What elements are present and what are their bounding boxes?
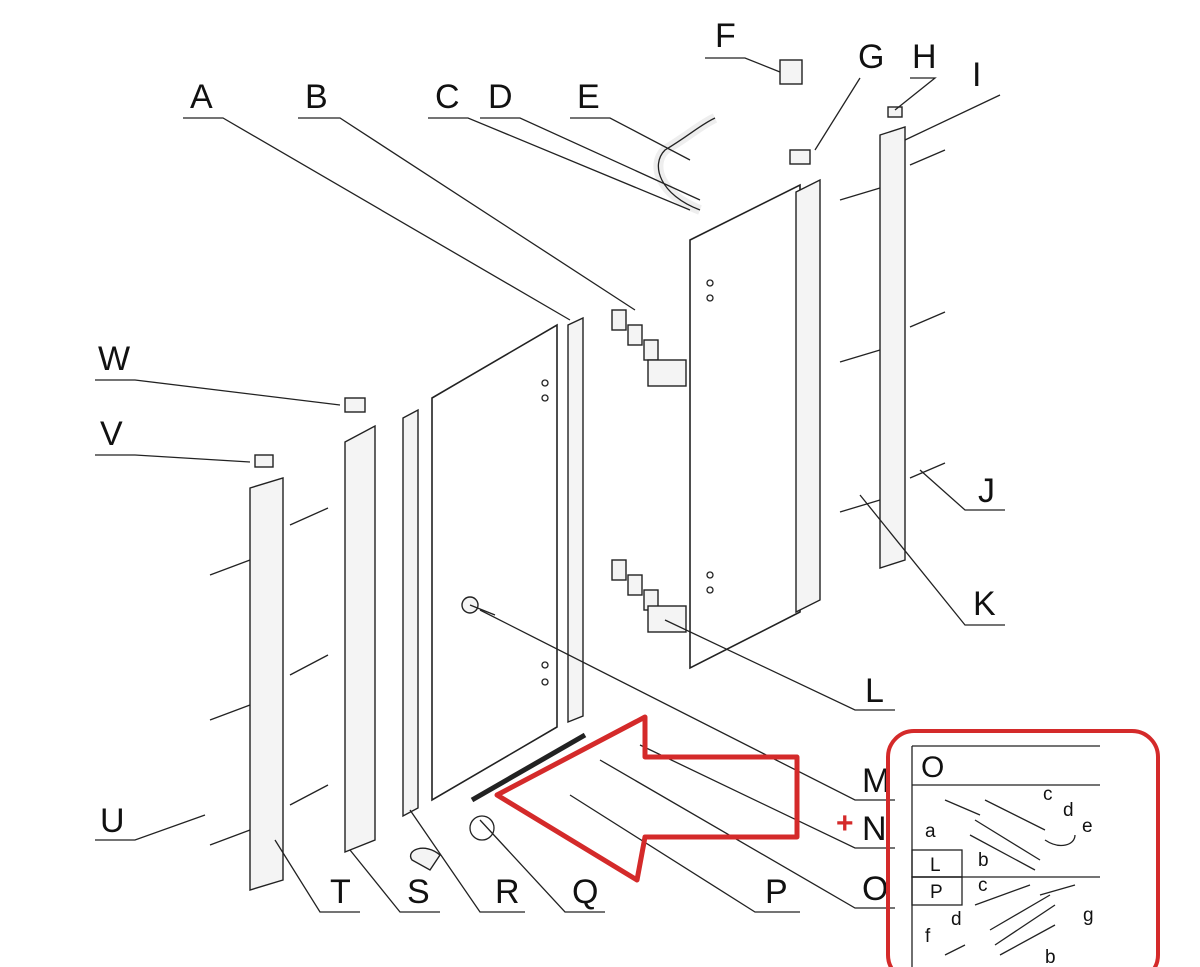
leader-lines (95, 57, 1005, 913)
label-e: E (577, 78, 600, 116)
door-glass-panel (431, 323, 558, 802)
label-q: Q (572, 873, 598, 911)
label-h: H (912, 38, 937, 76)
label-r: R (495, 873, 520, 911)
label-w: W (98, 340, 130, 378)
profile-s (402, 408, 419, 818)
label-b: B (305, 78, 328, 116)
label-i: I (972, 56, 981, 94)
label-m: M (862, 762, 890, 800)
wall-profile-u (249, 477, 284, 891)
label-p: P (765, 873, 788, 911)
label-t: T (330, 873, 351, 911)
label-o: O (862, 870, 888, 908)
inset-box-l: L (930, 855, 941, 876)
inset-label-c2: c (978, 875, 988, 896)
fixed-glass-panel (689, 183, 801, 670)
inset-label-b1: b (978, 850, 989, 871)
label-s: S (407, 873, 430, 911)
highlight-arrow (494, 714, 800, 883)
wall-profile-i (879, 126, 906, 569)
inset-title: O (921, 751, 944, 784)
panel-holes (541, 279, 714, 686)
label-f: F (715, 17, 736, 55)
screws-and-plugs (209, 59, 946, 871)
label-d: D (488, 78, 513, 116)
label-g: G (858, 38, 884, 76)
inset-label-d2: d (951, 909, 962, 930)
inset-label-f: f (925, 926, 931, 947)
inset-box-p: P (930, 882, 943, 903)
label-j: J (978, 472, 995, 510)
fixed-panel-profile (795, 178, 821, 614)
label-n: N (862, 810, 887, 848)
highlight-plus: + (836, 807, 854, 840)
inset-label-g: g (1083, 905, 1094, 926)
label-k: K (973, 585, 996, 623)
inset-label-c1: c (1043, 784, 1053, 805)
door-side-profile (567, 316, 584, 724)
profile-t (344, 424, 376, 854)
label-v: V (100, 415, 123, 453)
inset-label-e: e (1082, 816, 1093, 837)
hinge-lower (611, 559, 687, 633)
inset-label-b2: b (1045, 947, 1056, 967)
inset-label-d1: d (1063, 800, 1074, 821)
hinge-upper (611, 309, 687, 387)
label-l: L (865, 672, 884, 710)
label-u: U (100, 802, 125, 840)
inset-label-a: a (925, 821, 936, 842)
inset-part-o-detail: O a b c d e L P c d f g b (886, 729, 1160, 967)
label-a: A (190, 78, 213, 116)
label-c: C (435, 78, 460, 116)
